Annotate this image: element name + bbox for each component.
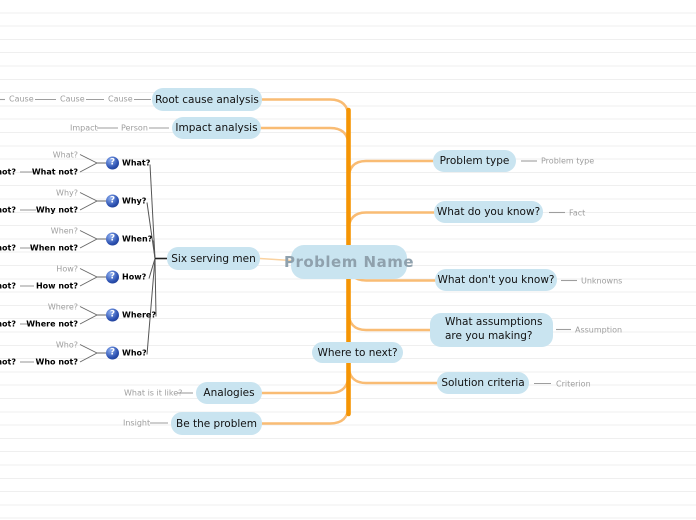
node-label: Where? [122,310,156,320]
question-icon: ? [106,232,119,246]
node-who-not[interactable]: Who not? [35,357,78,367]
node-cause-2[interactable]: Cause [60,94,85,104]
fan-connectors [146,164,167,355]
question-icon: ? [106,308,119,322]
node-unknowns[interactable]: Unknowns [581,276,623,285]
node-problem-type-detail[interactable]: Problem type [541,156,595,166]
node-when-not-clipped[interactable]: When not? [0,243,16,253]
node-label: How? [122,272,147,282]
node-what-not[interactable]: What not? [31,167,78,177]
node-why-not-clipped[interactable]: Why not? [0,205,16,215]
node-what-dont-you-know[interactable]: What don't you know? [435,269,557,291]
question-icon: ? [106,270,119,284]
node-why-not[interactable]: Why not? [35,205,78,215]
node-analogies[interactable]: Analogies [196,382,262,404]
gray-connectors [0,98,577,424]
node-assumption[interactable]: Assumption [575,325,623,334]
node-who-child[interactable]: Who? [55,340,78,349]
node-what-child[interactable]: What? [52,150,78,159]
node-who-not-clipped[interactable]: Who not? [0,357,16,367]
node-where-child[interactable]: Where? [47,302,78,311]
node-where-not[interactable]: Where not? [26,319,78,329]
node-label: Who? [122,348,147,358]
node-cause-3[interactable]: Cause [9,94,34,104]
node-insight[interactable]: Insight [123,418,151,428]
node-label: What? [122,158,151,168]
node-label: When? [122,234,153,244]
node-who[interactable]: ? Who? [106,346,147,360]
node-what-not-clipped[interactable]: What not? [0,167,16,177]
six-men-junction-lines [79,154,106,363]
node-why-child[interactable]: Why? [56,188,78,197]
node-how-child[interactable]: How? [56,264,78,273]
node-where[interactable]: ? Where? [106,308,156,322]
node-what[interactable]: ? What? [106,156,151,170]
node-label: Why? [122,196,147,206]
node-where-to-next[interactable]: Where to next? [312,342,403,363]
node-where-not-clipped[interactable]: Where not? [0,319,16,329]
node-cause-1[interactable]: Cause [108,94,133,104]
node-solution-criteria[interactable]: Solution criteria [437,372,529,394]
node-how[interactable]: ? How? [106,270,147,284]
node-person[interactable]: Person [121,123,148,133]
question-icon: ? [106,194,119,208]
node-fact[interactable]: Fact [569,208,586,217]
node-impact-analysis[interactable]: Impact analysis [172,117,261,139]
node-problem-name[interactable]: Problem Name [284,245,414,279]
node-how-not[interactable]: How not? [35,281,78,291]
node-what-assumptions[interactable]: What assumptions are you making? [430,313,553,347]
node-impact[interactable]: Impact [70,123,98,133]
node-how-not-clipped[interactable]: How not? [0,281,16,291]
node-criterion[interactable]: Criterion [556,379,591,388]
node-be-the-problem[interactable]: Be the problem [171,412,262,435]
question-icon: ? [106,346,119,360]
node-what-do-you-know[interactable]: What do you know? [434,201,543,223]
node-root-cause-analysis[interactable]: Root cause analysis [152,88,262,111]
node-when-child[interactable]: When? [50,226,78,235]
node-when-not[interactable]: When not? [29,243,78,253]
node-what-is-it-like[interactable]: What is it like? [124,388,183,398]
node-when[interactable]: ? When? [106,232,153,246]
node-problem-type[interactable]: Problem type [433,150,516,172]
question-icon: ? [106,156,119,170]
node-six-serving-men[interactable]: Six serving men [167,247,260,270]
node-why[interactable]: ? Why? [106,194,147,208]
